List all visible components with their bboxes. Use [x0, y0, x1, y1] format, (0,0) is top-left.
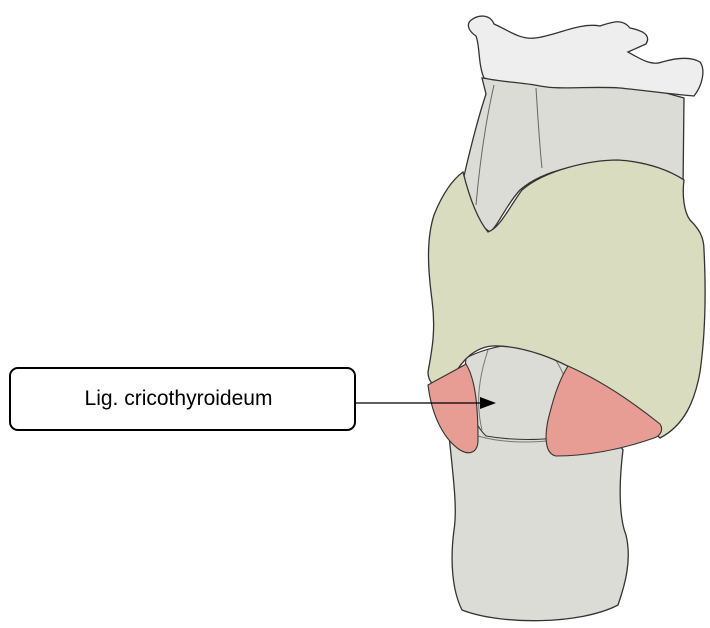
label-cricothyroid-ligament: Lig. cricothyroideum	[85, 387, 281, 411]
label-box: Lig. cricothyroideum	[9, 367, 356, 431]
